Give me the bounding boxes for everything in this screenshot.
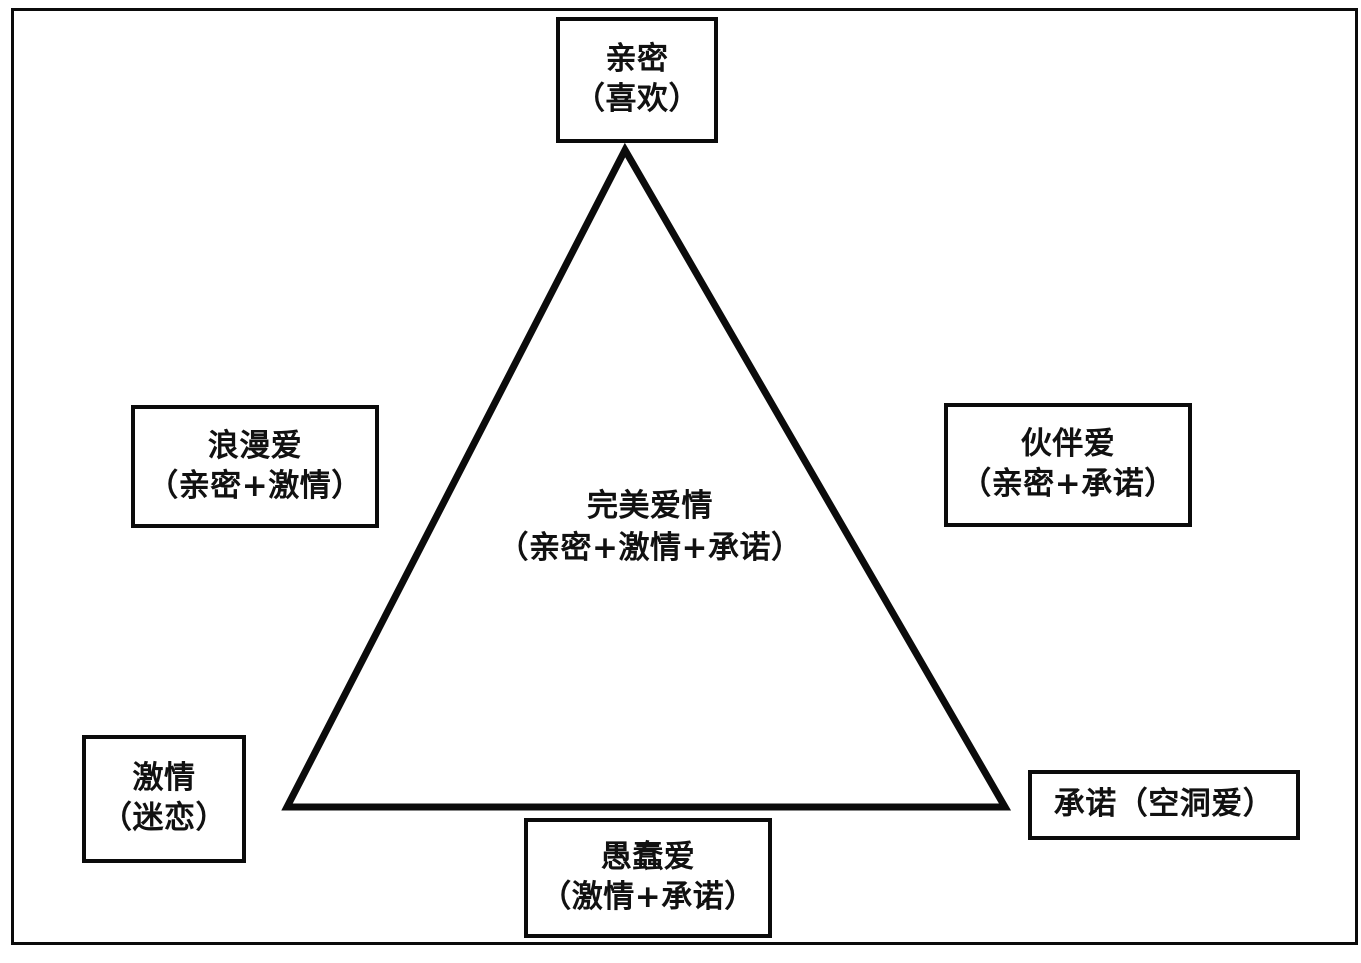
vertex-label-intimacy[interactable]: 亲密 （喜欢） [556, 17, 718, 143]
side-label-companionate-love[interactable]: 伙伴爱 （亲密+承诺） [944, 403, 1192, 527]
vertex-label-passion-line1: 激情 [132, 760, 196, 797]
vertex-label-commitment[interactable]: 承诺（空洞爱） [1028, 770, 1300, 840]
center-label-consummate-love-line2: （亲密+激情+承诺） [497, 529, 803, 566]
center-label-consummate-love-line1: 完美爱情 [587, 488, 713, 524]
side-label-companionate-love-line1: 伙伴爱 [1020, 426, 1116, 463]
side-label-romantic-love-line1: 浪漫爱 [207, 427, 303, 464]
side-label-romantic-love-line2: （亲密+激情） [147, 467, 363, 504]
vertex-label-intimacy-line1: 亲密 [605, 41, 669, 78]
side-label-fatuous-love-line2: （激情+承诺） [540, 879, 756, 915]
side-label-fatuous-love[interactable]: 愚蠢爱 （激情+承诺） [524, 818, 772, 938]
vertex-label-passion[interactable]: 激情 （迷恋） [82, 735, 246, 863]
side-label-romantic-love[interactable]: 浪漫爱 （亲密+激情） [131, 405, 379, 528]
side-label-fatuous-love-line1: 愚蠢爱 [600, 839, 696, 876]
vertex-label-intimacy-line2: （喜欢） [574, 81, 700, 117]
side-label-companionate-love-line2: （亲密+承诺） [960, 466, 1176, 502]
vertex-label-commitment-line1: 承诺（空洞爱） [1053, 786, 1275, 823]
vertex-label-passion-line2: （迷恋） [101, 800, 227, 836]
triangle-outline [281, 142, 1012, 811]
center-label-consummate-love: 完美爱情 （亲密+激情+承诺） [430, 486, 870, 570]
